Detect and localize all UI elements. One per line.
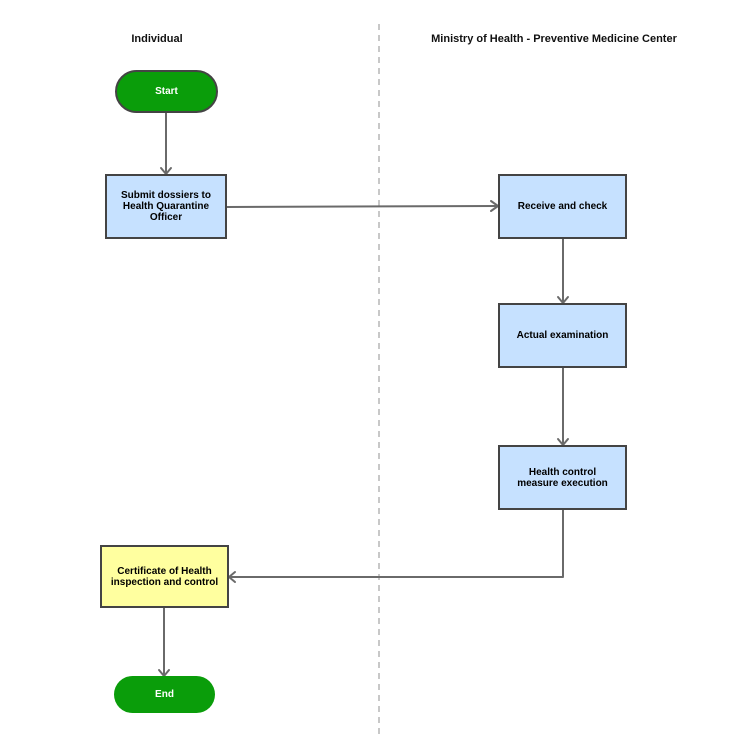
- lane-title-ministry: Ministry of Health - Preventive Medicine…: [431, 33, 677, 45]
- lane-title-individual: Individual: [131, 33, 183, 45]
- arrow-exam-to-measure: [557, 366, 569, 446]
- end-node[interactable]: End: [114, 676, 215, 713]
- submit-dossiers-node[interactable]: Submit dossiers to Health Quarantine Off…: [105, 174, 227, 239]
- receive-check-node[interactable]: Receive and check: [498, 174, 627, 239]
- arrow-start-to-submit: [160, 111, 172, 175]
- certificate-node[interactable]: Certificate of Health inspection and con…: [100, 545, 229, 608]
- arrow-receive-to-exam: [557, 237, 569, 304]
- actual-examination-node[interactable]: Actual examination: [498, 303, 627, 368]
- arrow-certificate-to-end: [158, 606, 170, 677]
- arrow-measure-to-certificate: [228, 509, 564, 583]
- health-control-measure-node[interactable]: Health control measure execution: [498, 445, 627, 510]
- start-node[interactable]: Start: [115, 70, 218, 113]
- arrow-submit-to-receive: [226, 200, 499, 212]
